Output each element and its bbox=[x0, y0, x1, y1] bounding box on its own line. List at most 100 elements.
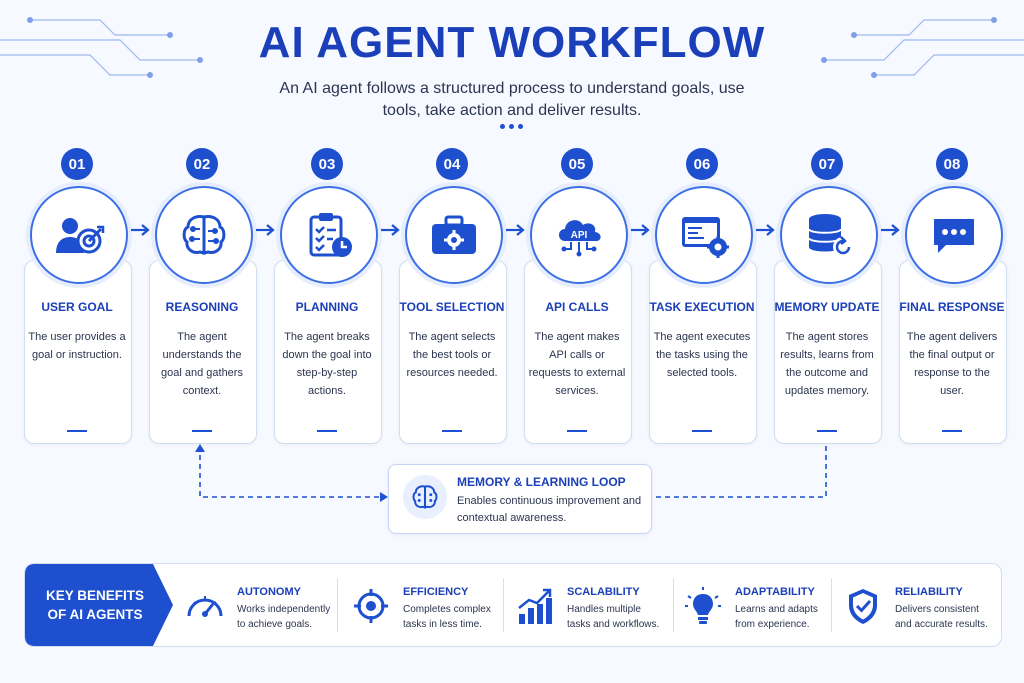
step-card bbox=[149, 260, 257, 444]
step-description: The agent executes the tasks using the s… bbox=[653, 331, 751, 379]
benefit-text: Handles multiple tasks and workflows. bbox=[567, 604, 660, 630]
step-dash bbox=[442, 430, 462, 432]
step-api-calls: 05 API API CALLS The agent makes API cal… bbox=[524, 148, 632, 444]
benefits-heading-banner: KEY BENEFITS OF AI AGENTS bbox=[25, 564, 173, 646]
step-description: The user provides a goal or instruction. bbox=[28, 331, 126, 361]
step-description: The agent stores results, learns from th… bbox=[780, 331, 874, 397]
divider bbox=[673, 578, 674, 632]
step-task-execution: 06 TASK EXECUTION The agent executes the… bbox=[649, 148, 757, 444]
step-dash bbox=[692, 430, 712, 432]
step-label: USER GOAL bbox=[41, 300, 113, 314]
growth-chart-icon bbox=[518, 588, 552, 624]
step-dash bbox=[567, 430, 587, 432]
brain-icon bbox=[155, 186, 253, 284]
benefit-text: Learns and adapts from experience. bbox=[735, 604, 818, 630]
arrow-right-icon bbox=[506, 224, 525, 236]
step-card bbox=[649, 260, 757, 444]
database-refresh-icon bbox=[780, 186, 878, 284]
step-description: The agent makes API calls or requests to… bbox=[528, 331, 626, 397]
step-number-badge: 05 bbox=[561, 148, 593, 180]
circuit-decoration-left bbox=[0, 17, 203, 78]
svg-text:API: API bbox=[571, 230, 588, 241]
step-label: API CALLS bbox=[545, 300, 609, 314]
step-number-badge: 03 bbox=[311, 148, 343, 180]
benefit-reliability: RELIABILITY Delivers consistent and accu… bbox=[843, 578, 993, 634]
arrow-right-icon bbox=[881, 224, 900, 236]
benefit-title: ADAPTABILITY bbox=[735, 586, 815, 598]
step-label: MEMORY UPDATE bbox=[774, 300, 880, 314]
divider bbox=[831, 578, 832, 632]
step-tool-selection: 04 TOOL SELECTION The agent selects the … bbox=[399, 148, 507, 444]
step-label: TASK EXECUTION bbox=[649, 300, 755, 314]
step-dash bbox=[942, 430, 962, 432]
arrow-right-icon bbox=[131, 224, 150, 236]
memory-learning-loop: MEMORY & LEARNING LOOP Enables continuou… bbox=[388, 464, 652, 534]
step-number-badge: 06 bbox=[686, 148, 718, 180]
loop-description: Enables continuous improvement and conte… bbox=[457, 495, 642, 524]
loop-title: MEMORY & LEARNING LOOP bbox=[457, 475, 626, 489]
benefit-autonomy: AUTONOMY Works independently to achieve … bbox=[185, 578, 335, 634]
step-dash bbox=[192, 430, 212, 432]
benefit-efficiency: EFFICIENCY Completes complex tasks in le… bbox=[351, 578, 501, 634]
step-reasoning: 02 REASONING The agent understands the g… bbox=[149, 148, 257, 444]
code-window-gear-icon bbox=[655, 186, 753, 284]
step-number-badge: 01 bbox=[61, 148, 93, 180]
step-label: FINAL RESPONSE bbox=[899, 300, 1005, 314]
step-number-badge: 04 bbox=[436, 148, 468, 180]
arrow-right-icon bbox=[756, 224, 775, 236]
step-planning: 03 PLANNING The agent breaks down the go… bbox=[274, 148, 382, 444]
circuit-decoration-right bbox=[821, 17, 1024, 78]
speedometer-icon bbox=[187, 596, 223, 617]
user-target-icon bbox=[30, 186, 128, 284]
api-cloud-icon: API bbox=[530, 186, 628, 284]
step-final-response: 08 FINAL RESPONSE The agent delivers the… bbox=[899, 148, 1007, 444]
step-card bbox=[399, 260, 507, 444]
step-label: PLANNING bbox=[295, 300, 359, 314]
step-memory-update: 07 MEMORY UPDATE The agent stores result… bbox=[774, 148, 882, 444]
step-description: The agent understands the goal and gathe… bbox=[161, 331, 243, 397]
lightbulb-icon bbox=[685, 587, 721, 624]
dots-divider bbox=[500, 124, 524, 130]
step-description: The agent delivers the final output or r… bbox=[906, 331, 998, 397]
benefit-title: SCALABILITY bbox=[567, 586, 640, 598]
step-number-badge: 08 bbox=[936, 148, 968, 180]
step-user-goal: 01 USER GOAL The user provides a goal or… bbox=[24, 148, 132, 444]
step-card bbox=[774, 260, 882, 444]
brain-icon bbox=[403, 475, 447, 519]
arrow-right-icon bbox=[381, 224, 400, 236]
step-dash bbox=[317, 430, 337, 432]
step-description: The agent selects the best tools or reso… bbox=[406, 331, 498, 379]
step-description: The agent breaks down the goal into step… bbox=[282, 331, 372, 397]
page-title: AI AGENT WORKFLOW bbox=[258, 18, 766, 67]
benefit-text: Delivers consistent and accurate results… bbox=[895, 604, 988, 630]
benefit-adaptability: ADAPTABILITY Learns and adapts from expe… bbox=[683, 578, 833, 634]
step-label: REASONING bbox=[165, 300, 239, 314]
arrow-right-icon bbox=[256, 224, 275, 236]
step-label: TOOL SELECTION bbox=[399, 300, 505, 314]
step-number-badge: 02 bbox=[186, 148, 218, 180]
crosshair-icon bbox=[354, 589, 388, 623]
step-card bbox=[274, 260, 382, 444]
page-subtitle: An AI agent follows a structured process… bbox=[279, 80, 745, 119]
benefits-heading: KEY BENEFITS OF AI AGENTS bbox=[45, 588, 145, 622]
benefit-title: AUTONOMY bbox=[237, 586, 301, 598]
step-dash bbox=[67, 430, 87, 432]
key-benefits-bar: KEY BENEFITS OF AI AGENTS AUTONOMY Works… bbox=[24, 563, 1002, 647]
shield-check-icon bbox=[849, 589, 877, 624]
divider bbox=[503, 578, 504, 632]
benefit-text: Completes complex tasks in less time. bbox=[403, 604, 491, 630]
divider bbox=[337, 578, 338, 632]
step-card bbox=[899, 260, 1007, 444]
benefit-title: RELIABILITY bbox=[895, 586, 963, 598]
step-number-badge: 07 bbox=[811, 148, 843, 180]
clipboard-checklist-icon bbox=[280, 186, 378, 284]
step-dash bbox=[817, 430, 837, 432]
step-card bbox=[524, 260, 632, 444]
benefit-text: Works independently to achieve goals. bbox=[237, 604, 331, 630]
step-card bbox=[24, 260, 132, 444]
benefit-scalability: SCALABILITY Handles multiple tasks and w… bbox=[515, 578, 665, 634]
arrow-right-icon bbox=[631, 224, 650, 236]
toolbox-icon bbox=[405, 186, 503, 284]
benefit-title: EFFICIENCY bbox=[403, 586, 469, 598]
chat-bubble-icon bbox=[905, 186, 1003, 284]
